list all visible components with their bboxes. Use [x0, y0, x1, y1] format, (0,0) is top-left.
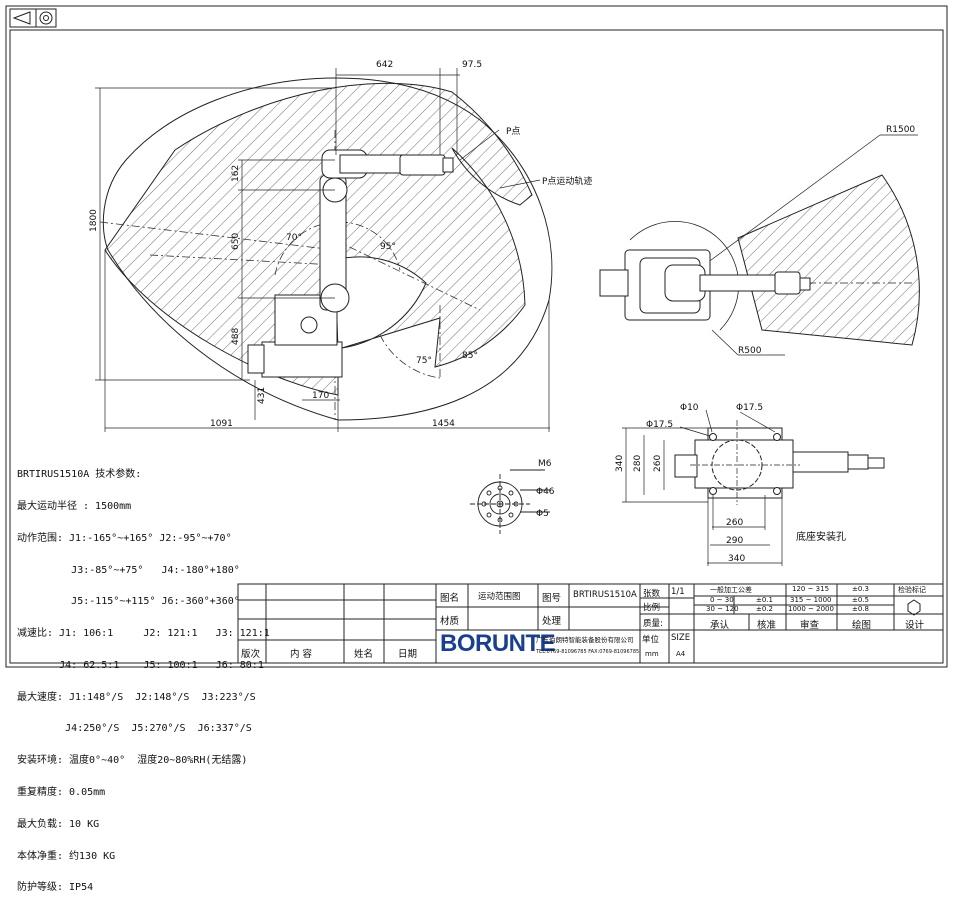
- spec-line: 最大负载: 10 KG: [17, 818, 100, 830]
- dim-1800: 1800: [89, 209, 99, 232]
- tol-cell: 30 ~ 120: [706, 605, 739, 613]
- borunte-logo: BORUNTE: [440, 630, 556, 657]
- spec-line: J3:-85°~+75° J4:-180°+180°: [17, 564, 240, 576]
- dim-phi5: Φ5: [536, 509, 549, 519]
- label-approve: 承认: [710, 620, 730, 631]
- value-drawing-number: BRTIRUS1510A: [573, 590, 637, 600]
- base-mount-view: [674, 427, 885, 499]
- dim-340-h: 340: [728, 554, 745, 564]
- dim-phi17-5-a: Φ17.5: [736, 403, 763, 413]
- base-dim-lines: [622, 409, 800, 566]
- spec-line: J4:250°/S J5:270°/S J6:337°/S: [17, 723, 252, 735]
- label-name: 姓名: [354, 649, 374, 660]
- label-design: 设计: [905, 620, 925, 631]
- label-sheets: 张数: [643, 589, 661, 599]
- dim-642: 642: [376, 60, 393, 70]
- label-date: 日期: [398, 649, 418, 660]
- spec-line: 最大速度: J1:148°/S J2:148°/S J3:223°/S: [17, 691, 256, 703]
- tol-cell: ±0.1: [756, 596, 773, 604]
- label-drawn: 绘图: [852, 620, 872, 631]
- inspection-hexagon-icon: [907, 599, 921, 616]
- dim-170: 170: [312, 391, 329, 401]
- top-view-envelope: [629, 174, 920, 346]
- spec-line: 本体净重: 约130 KG: [17, 850, 116, 862]
- label-verify: 核准: [757, 620, 777, 631]
- angle-95: 95°: [380, 242, 396, 252]
- dim-280: 280: [633, 455, 643, 472]
- angle-85: 85°: [462, 351, 478, 361]
- tol-cell: 1000 ~ 2000: [788, 605, 834, 613]
- label-size: SIZE: [671, 633, 691, 643]
- label-p-point: P点: [506, 126, 520, 137]
- dim-1091: 1091: [210, 419, 233, 429]
- title-block-grid: [237, 583, 944, 664]
- label-content: 内 容: [290, 649, 313, 660]
- spec-line: 动作范围: J1:-165°~+165° J2:-95°~+70°: [17, 532, 232, 544]
- dim-260-h: 260: [726, 518, 743, 528]
- flange-view: [470, 469, 550, 534]
- spec-line: 防护等级: IP54: [17, 882, 94, 894]
- value-size: A4: [676, 650, 686, 658]
- dim-340-v: 340: [615, 455, 625, 472]
- spec-line: 最大运动半径 : 1500mm: [17, 500, 132, 512]
- label-revision: 版次: [241, 649, 261, 660]
- tol-cell: ±0.3: [852, 585, 869, 593]
- tol-cell: 120 ~ 315: [792, 585, 830, 593]
- dim-phi46: Φ46: [536, 487, 555, 497]
- spec-list: BRTIRUS1510A 技术参数: 最大运动半径 : 1500mm 动作范围:…: [17, 449, 270, 905]
- value-unit: mm: [645, 650, 659, 658]
- spec-line: J4: 62.5:1 J5: 100:1 J6: 80:1: [17, 659, 264, 671]
- label-unit: 单位: [642, 635, 660, 645]
- dim-162: 162: [231, 165, 241, 182]
- label-drawing-name: 图名: [440, 593, 460, 604]
- dim-260-v: 260: [653, 455, 663, 472]
- tol-cell: ±0.5: [852, 596, 869, 604]
- angle-75: 75°: [416, 356, 432, 366]
- side-dimension-lines: [95, 68, 550, 432]
- dim-phi10: Φ10: [680, 403, 699, 413]
- label-drawing-number: 图号: [542, 593, 562, 604]
- tol-cell: ±0.8: [852, 605, 869, 613]
- projection-symbol-icon: [9, 8, 57, 28]
- spec-line: 安装环境: 温度0°~40° 湿度20~80%RH(无结露): [17, 755, 248, 767]
- dim-phi17-5-b: Φ17.5: [646, 420, 673, 430]
- angle-70: 70°: [286, 233, 302, 243]
- spec-line: 减速比: J1: 106:1 J2: 121:1 J3: 121:1: [17, 628, 270, 640]
- dim-1454: 1454: [432, 419, 455, 429]
- dim-431: 431: [257, 387, 267, 404]
- company-name: 广东伯朗特智能装备股份有限公司: [536, 636, 634, 644]
- dim-97-5: 97.5: [462, 60, 482, 70]
- label-mass: 质量:: [643, 619, 663, 629]
- label-review: 审查: [800, 620, 820, 631]
- robot-top-view: [599, 249, 811, 321]
- drawing-sheet: 642 97.5 1800 162 650 488 431 170 1091 1…: [5, 5, 948, 668]
- value-drawing-name: 运动范围图: [478, 592, 521, 602]
- tol-cell: 0 ~ 30: [710, 596, 734, 604]
- label-treatment: 处理: [542, 616, 562, 627]
- label-tolerance: 一般加工公差: [710, 586, 752, 594]
- dim-650: 650: [231, 233, 241, 250]
- tol-cell: 315 ~ 1000: [790, 596, 832, 604]
- dim-290: 290: [726, 536, 743, 546]
- spec-line: 重复精度: 0.05mm: [17, 787, 106, 798]
- label-p-path: P点运动轨迹: [542, 175, 592, 187]
- label-base-holes: 底座安装孔: [796, 530, 846, 543]
- dim-r500: R500: [738, 346, 762, 356]
- label-material: 材质: [440, 616, 460, 627]
- dim-488: 488: [231, 328, 241, 345]
- value-sheets: 1/1: [671, 587, 685, 597]
- dim-m6: M6: [538, 459, 552, 469]
- dim-r1500: R1500: [886, 125, 915, 135]
- label-scale: 比例: [643, 603, 661, 613]
- tol-cell: ±0.2: [756, 605, 773, 613]
- label-inspection-mark: 检验标记: [898, 586, 926, 594]
- spec-line: J5:-115°~+115° J6:-360°+360°: [17, 596, 240, 608]
- spec-line: BRTIRUS1510A 技术参数:: [17, 469, 142, 481]
- company-contact: TEL:0769-81096785 FAX:0769-81096785: [536, 649, 640, 655]
